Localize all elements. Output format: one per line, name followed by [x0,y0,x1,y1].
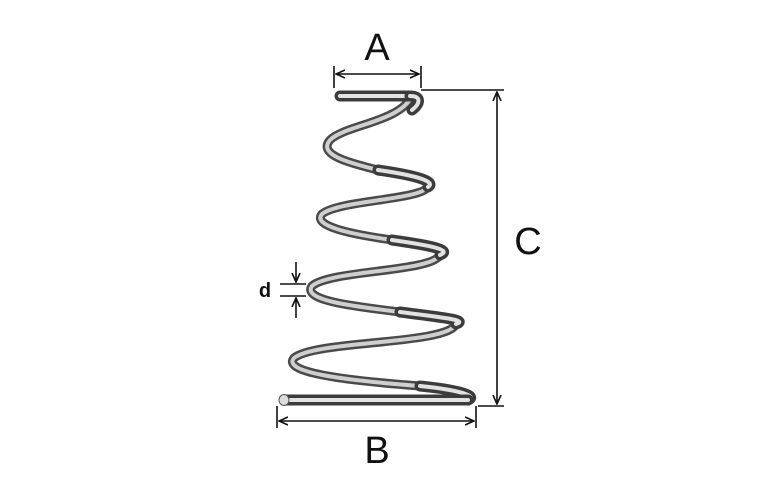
dimension-b [276,406,477,428]
spring-coil [278,90,477,406]
dimension-a [333,66,422,88]
dimension-c [421,89,504,407]
spring-front-segments [280,90,477,406]
dimension-label-a: A [364,27,390,69]
dimension-d [280,262,306,318]
wire-end-cap [278,394,290,406]
spring-back-segments [287,91,461,391]
dimension-label-c: C [514,221,541,263]
dimension-label-b: B [364,430,389,472]
dimension-label-d: d [259,280,271,302]
